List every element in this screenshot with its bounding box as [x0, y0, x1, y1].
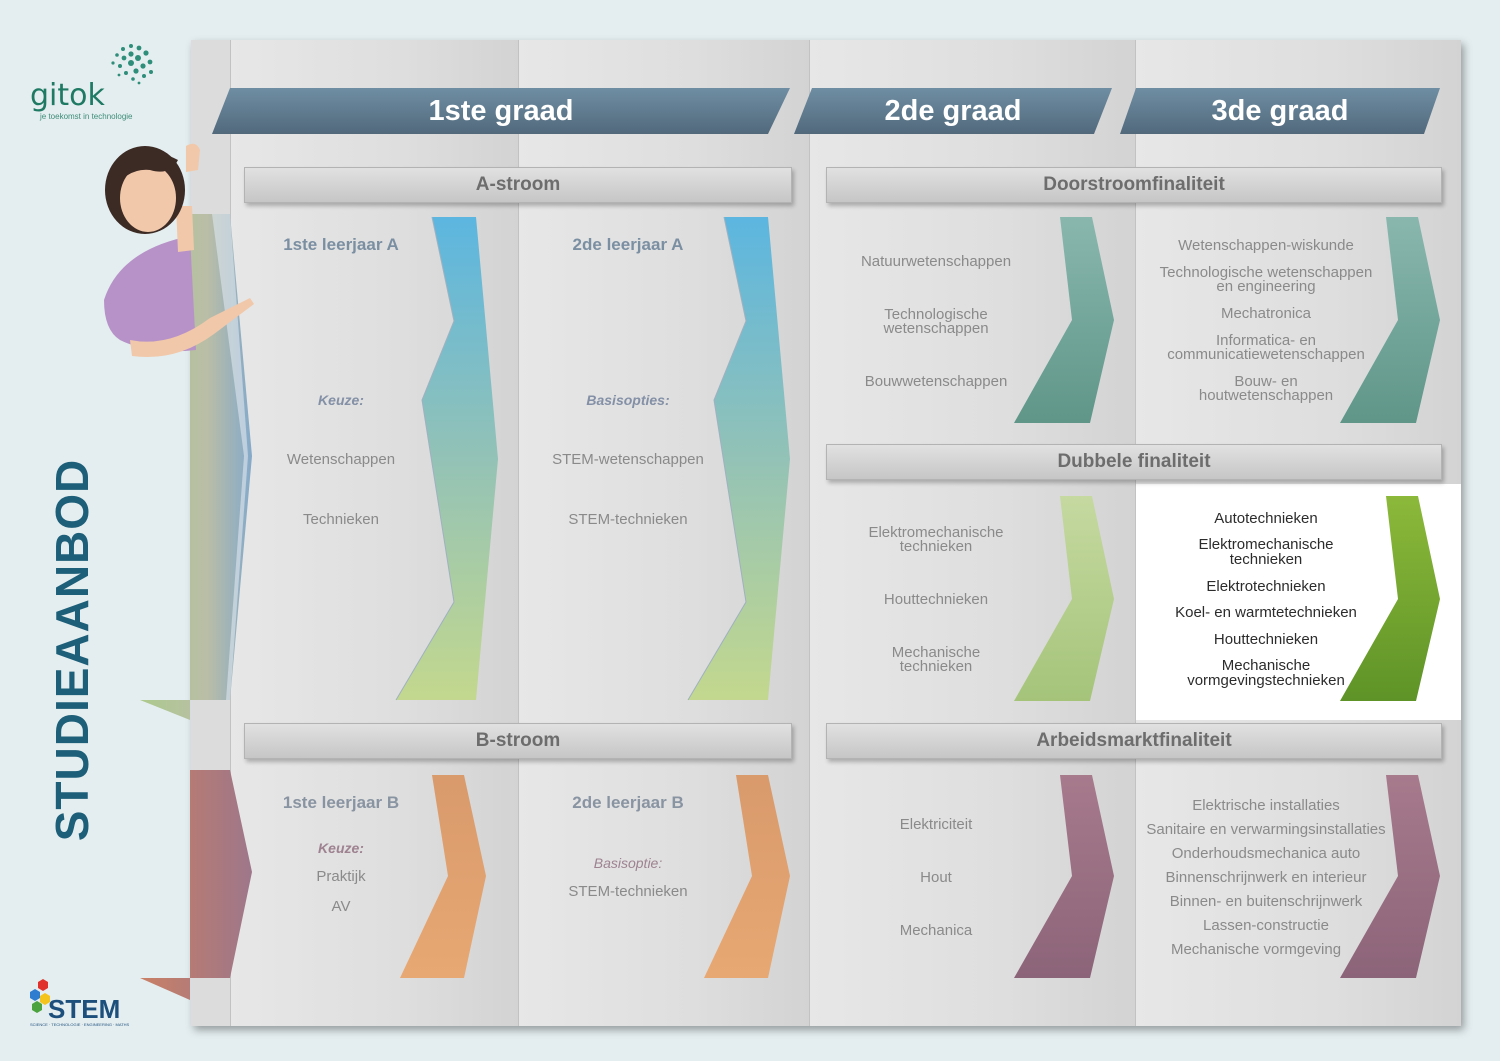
list-item: Bouwwetenschappen — [864, 373, 1008, 390]
list-item: Informatica- en communicatiewetenschappe… — [1167, 332, 1365, 363]
column-divider — [518, 40, 519, 1026]
list-item: Elektrische installaties — [1192, 797, 1340, 814]
list-item: Houttechnieken — [1213, 631, 1319, 648]
a-year-1-title: 1ste leerjaar A — [283, 235, 399, 254]
list-item: Elektromechanische technieken — [1198, 536, 1334, 568]
side-title: STUDIEAANBOD — [46, 458, 98, 842]
list-item: Houttechnieken — [883, 591, 989, 608]
b-year-1-title: 1ste leerjaar B — [282, 793, 400, 812]
b-year-2-title: 2de leerjaar B — [572, 793, 684, 812]
list-item: Mechanische vormgevingstechnieken — [1187, 657, 1345, 689]
list-item: Lassen-constructie — [1203, 917, 1329, 934]
person-illustration — [104, 143, 254, 358]
list-item: Sanitaire en verwarmingsinstallaties — [1146, 821, 1386, 838]
logo-tagline: je toekomst in technologie — [40, 112, 133, 121]
list-item: Binnenschrijnwerk en interieur — [1165, 869, 1367, 886]
list-item: Technologische wetenschappen — [883, 306, 989, 337]
stem-logo: STEM SCIENCE · TECHNOLOGIE · ENGINEERING… — [30, 976, 130, 1027]
grade-3-tag: 3de graad — [1211, 95, 1349, 127]
list-item: Elektrotechnieken — [1206, 578, 1326, 595]
stem-tagline: SCIENCE · TECHNOLOGIE · ENGINEERING · MA… — [30, 1022, 130, 1027]
b-stroom-header: B-stroom — [244, 723, 792, 759]
list-item: Praktijk — [316, 868, 366, 885]
list-item: STEM-wetenschappen — [552, 451, 704, 468]
gitok-dots-icon — [105, 42, 157, 86]
logo-wordmark: gitok — [30, 78, 105, 113]
list-item: STEM-technieken — [568, 883, 688, 900]
column-divider — [1135, 40, 1136, 1026]
list-item: Mechanische technieken — [891, 644, 981, 675]
list-item: Elektromechanische technieken — [868, 524, 1004, 555]
list-item: Mechatronica — [1220, 305, 1312, 322]
list-item: Autotechnieken — [1214, 510, 1318, 527]
arbeid-header: Arbeidsmarktfinaliteit — [826, 723, 1442, 759]
grade-2-tag: 2de graad — [884, 95, 1022, 127]
list-item: Hout — [920, 869, 952, 886]
stem-wordmark: STEM — [48, 994, 121, 1024]
list-item: Mechanische vormgeving — [1170, 941, 1342, 958]
column-divider — [809, 40, 810, 1026]
a-year-1-label: Keuze: — [318, 392, 364, 408]
list-item: Wetenschappen — [286, 451, 396, 468]
dubbel-header: Dubbele finaliteit — [826, 444, 1442, 480]
list-item: Elektriciteit — [899, 816, 973, 833]
list-item: Binnen- en buitenschrijnwerk — [1169, 893, 1363, 910]
doorstroom-header: Doorstroomfinaliteit — [826, 167, 1442, 203]
list-item: Mechanica — [899, 922, 973, 939]
list-item: Technieken — [303, 511, 379, 528]
a-year-2-label: Basisopties: — [586, 392, 670, 408]
b-year-2-label: Basisoptie: — [593, 855, 663, 871]
a-year-2-title: 2de leerjaar A — [572, 235, 684, 254]
b-year-1-label: Keuze: — [318, 840, 364, 856]
a-stroom-header: A-stroom — [244, 167, 792, 203]
list-item: STEM-technieken — [568, 511, 688, 528]
list-item: Onderhoudsmechanica auto — [1171, 845, 1361, 862]
stem-hexagon-icon — [30, 979, 50, 1013]
list-item: Wetenschappen-wiskunde — [1178, 237, 1354, 254]
list-item: Bouw- en houtwetenschappen — [1198, 373, 1334, 404]
list-item: Natuurwetenschappen — [860, 253, 1012, 270]
list-item: Technologische wetenschappen en engineer… — [1159, 264, 1373, 295]
list-item: AV — [331, 898, 351, 915]
grade-1-tag: 1ste graad — [428, 95, 574, 127]
list-item: Koel- en warmtetechnieken — [1175, 604, 1357, 621]
